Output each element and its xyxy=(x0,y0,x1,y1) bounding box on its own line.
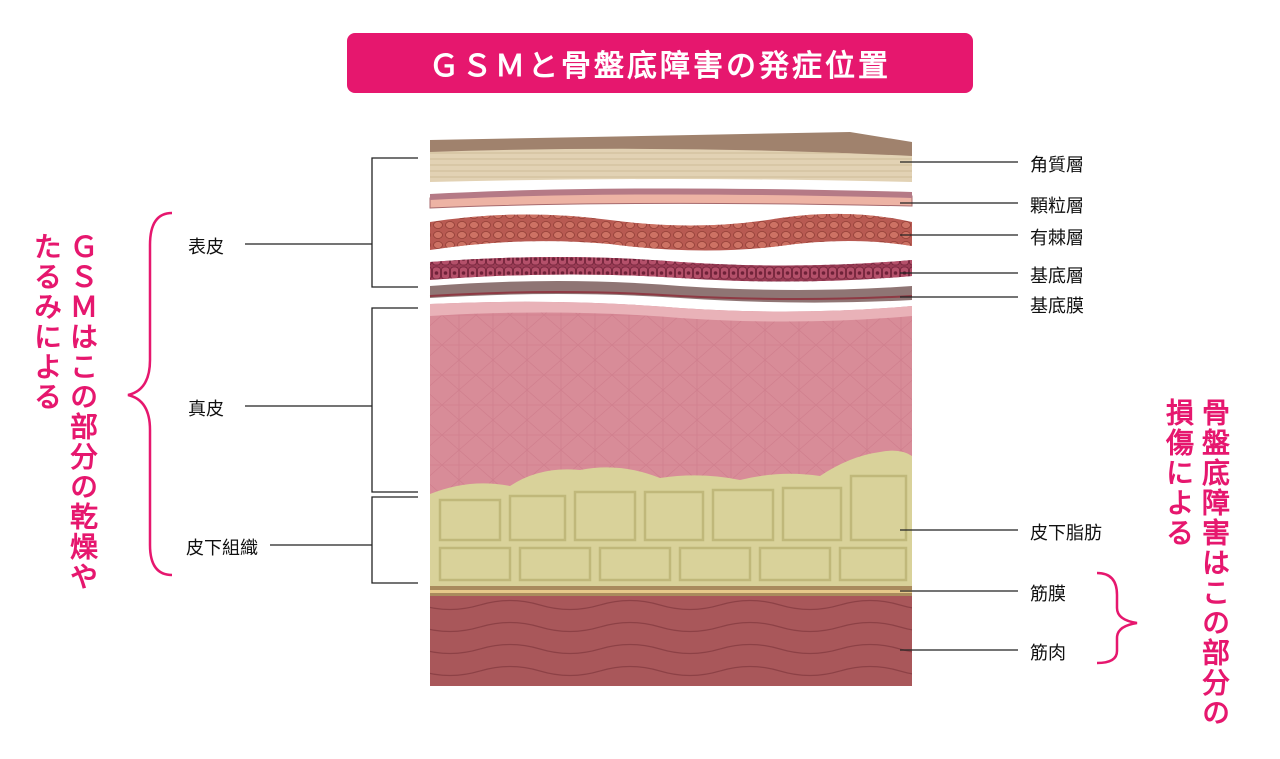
right-leader-lines xyxy=(900,161,1018,651)
fascia-layer xyxy=(430,586,912,596)
label-basement-membrane: 基底膜 xyxy=(1030,296,1084,317)
label-muscle: 筋肉 xyxy=(1030,643,1066,664)
page-title: ＧＳＭと骨盤底障害の発症位置 xyxy=(347,33,973,93)
stratum-spinosum-layer xyxy=(430,213,912,251)
dermis-layer xyxy=(430,301,912,500)
label-epidermis: 表皮 xyxy=(188,237,224,258)
left-annotation-line-2: 乾燥やたるみによる xyxy=(30,232,99,592)
right-annotation-line-2: この部分の損傷による xyxy=(1162,398,1231,728)
label-fascia: 筋膜 xyxy=(1030,584,1066,605)
subcutaneous-fat-layer xyxy=(430,450,912,586)
stratum-basale-layer xyxy=(430,257,912,282)
stratum-corneum-layer xyxy=(430,132,912,182)
basement-membrane-layer xyxy=(429,281,913,303)
right-annotation-line-1: 骨盤底障害は xyxy=(1198,398,1231,578)
label-stratum-basale: 基底層 xyxy=(1030,266,1084,287)
left-annotation: ＧＳＭはこの部分の乾燥やたるみによる xyxy=(28,232,100,612)
label-stratum-spinosum: 有棘層 xyxy=(1030,228,1084,249)
muscle-layer xyxy=(430,596,912,686)
left-annotation-line-1: ＧＳＭはこの部分の xyxy=(66,232,99,502)
right-pink-brace xyxy=(1096,571,1138,665)
right-annotation: 骨盤底障害はこの部分の損傷による xyxy=(1160,398,1232,748)
label-stratum-granulosum: 顆粒層 xyxy=(1030,196,1084,217)
label-subcutaneous-fat: 皮下脂肪 xyxy=(1030,523,1102,544)
label-dermis: 真皮 xyxy=(188,399,224,420)
label-subcutis: 皮下組織 xyxy=(186,538,258,559)
left-pink-brace xyxy=(127,211,173,577)
left-bracket-lines xyxy=(245,157,418,584)
stratum-granulosum-layer xyxy=(429,188,913,209)
label-stratum-corneum: 角質層 xyxy=(1030,155,1084,176)
